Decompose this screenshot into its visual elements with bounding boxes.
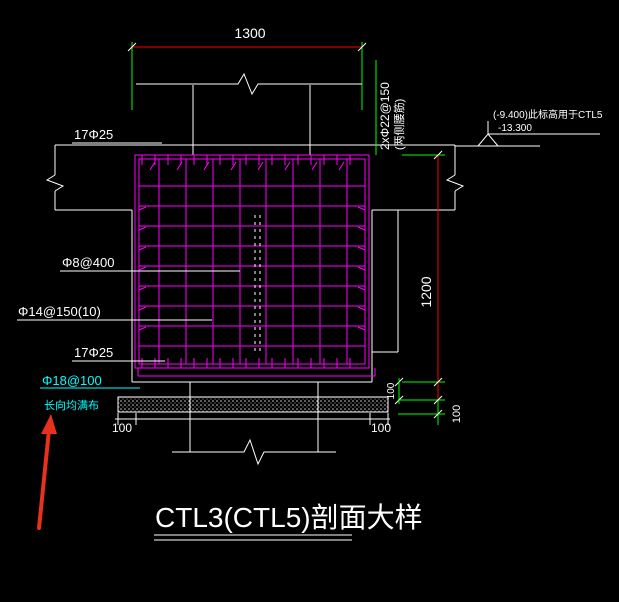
tie-hook <box>357 266 366 271</box>
tie-hook <box>138 306 147 311</box>
right-small-dimension-label: 100 <box>451 405 463 423</box>
right-dimension-label: 1200 <box>418 276 434 307</box>
title-underline <box>154 534 352 541</box>
dimension-ticks <box>127 42 367 52</box>
outer-stirrup <box>134 154 370 369</box>
rebar-cage <box>134 154 370 369</box>
rebar-hook <box>149 161 156 171</box>
rebar-hook <box>311 161 318 171</box>
inner-stirrup <box>138 158 366 365</box>
tie-hook <box>357 246 366 251</box>
concrete-pad <box>117 396 389 413</box>
tie-hook <box>138 266 147 271</box>
center-ties <box>254 215 261 355</box>
elevation-value: -13.300 <box>498 123 532 134</box>
lower-column <box>172 382 336 466</box>
tie-hook <box>138 326 147 331</box>
tie-hook <box>357 226 366 231</box>
tie-hook <box>357 306 366 311</box>
pad-dimension-left: 100 <box>112 421 132 435</box>
rebar-hook <box>176 161 183 171</box>
rebar-hook <box>203 161 210 171</box>
tie-hook <box>357 286 366 291</box>
bottom-mesh <box>137 368 376 377</box>
top-dimension-label: 1300 <box>234 25 265 41</box>
pad-dimension <box>115 413 390 425</box>
label-leaders <box>17 142 240 362</box>
slab-outline <box>45 144 465 383</box>
mesh-18-label: Φ18@100 <box>42 373 102 388</box>
pad-dimension-label: 100 <box>386 382 397 399</box>
tie-hook <box>138 206 147 211</box>
tie-hook <box>357 326 366 331</box>
tie-hook <box>138 226 147 231</box>
top-dimension <box>131 42 363 110</box>
stirrup-8-label: Φ8@400 <box>62 255 115 270</box>
elevation-marker <box>455 121 600 147</box>
mesh-18-note: 长向均满布 <box>44 398 99 412</box>
side-bar-label: 2xΦ22@150 <box>378 82 392 150</box>
tie-hook <box>138 286 147 291</box>
pad-dimension-right: 100 <box>371 421 391 435</box>
rebar-hook <box>338 161 345 171</box>
rebar-hook <box>284 161 291 171</box>
rebar-hook <box>230 161 237 171</box>
rebar-hook <box>257 161 264 171</box>
tie-hook <box>357 206 366 211</box>
elevation-note: (-9.400)此标高用于CTL5 <box>493 108 603 121</box>
upper-column <box>136 72 362 155</box>
tie-hook <box>138 246 147 251</box>
right-dim-ticks <box>394 150 443 419</box>
top-bar-label: 17Φ25 <box>74 127 113 142</box>
red-arrow <box>37 414 57 530</box>
stirrup-14-label: Φ14@150(10) <box>18 304 101 319</box>
drawing-title: CTL3(CTL5)剖面大样 <box>155 502 423 533</box>
bottom-bar-label: 17Φ25 <box>74 345 113 360</box>
side-bar-note: (两侧腰筋) <box>392 99 406 150</box>
